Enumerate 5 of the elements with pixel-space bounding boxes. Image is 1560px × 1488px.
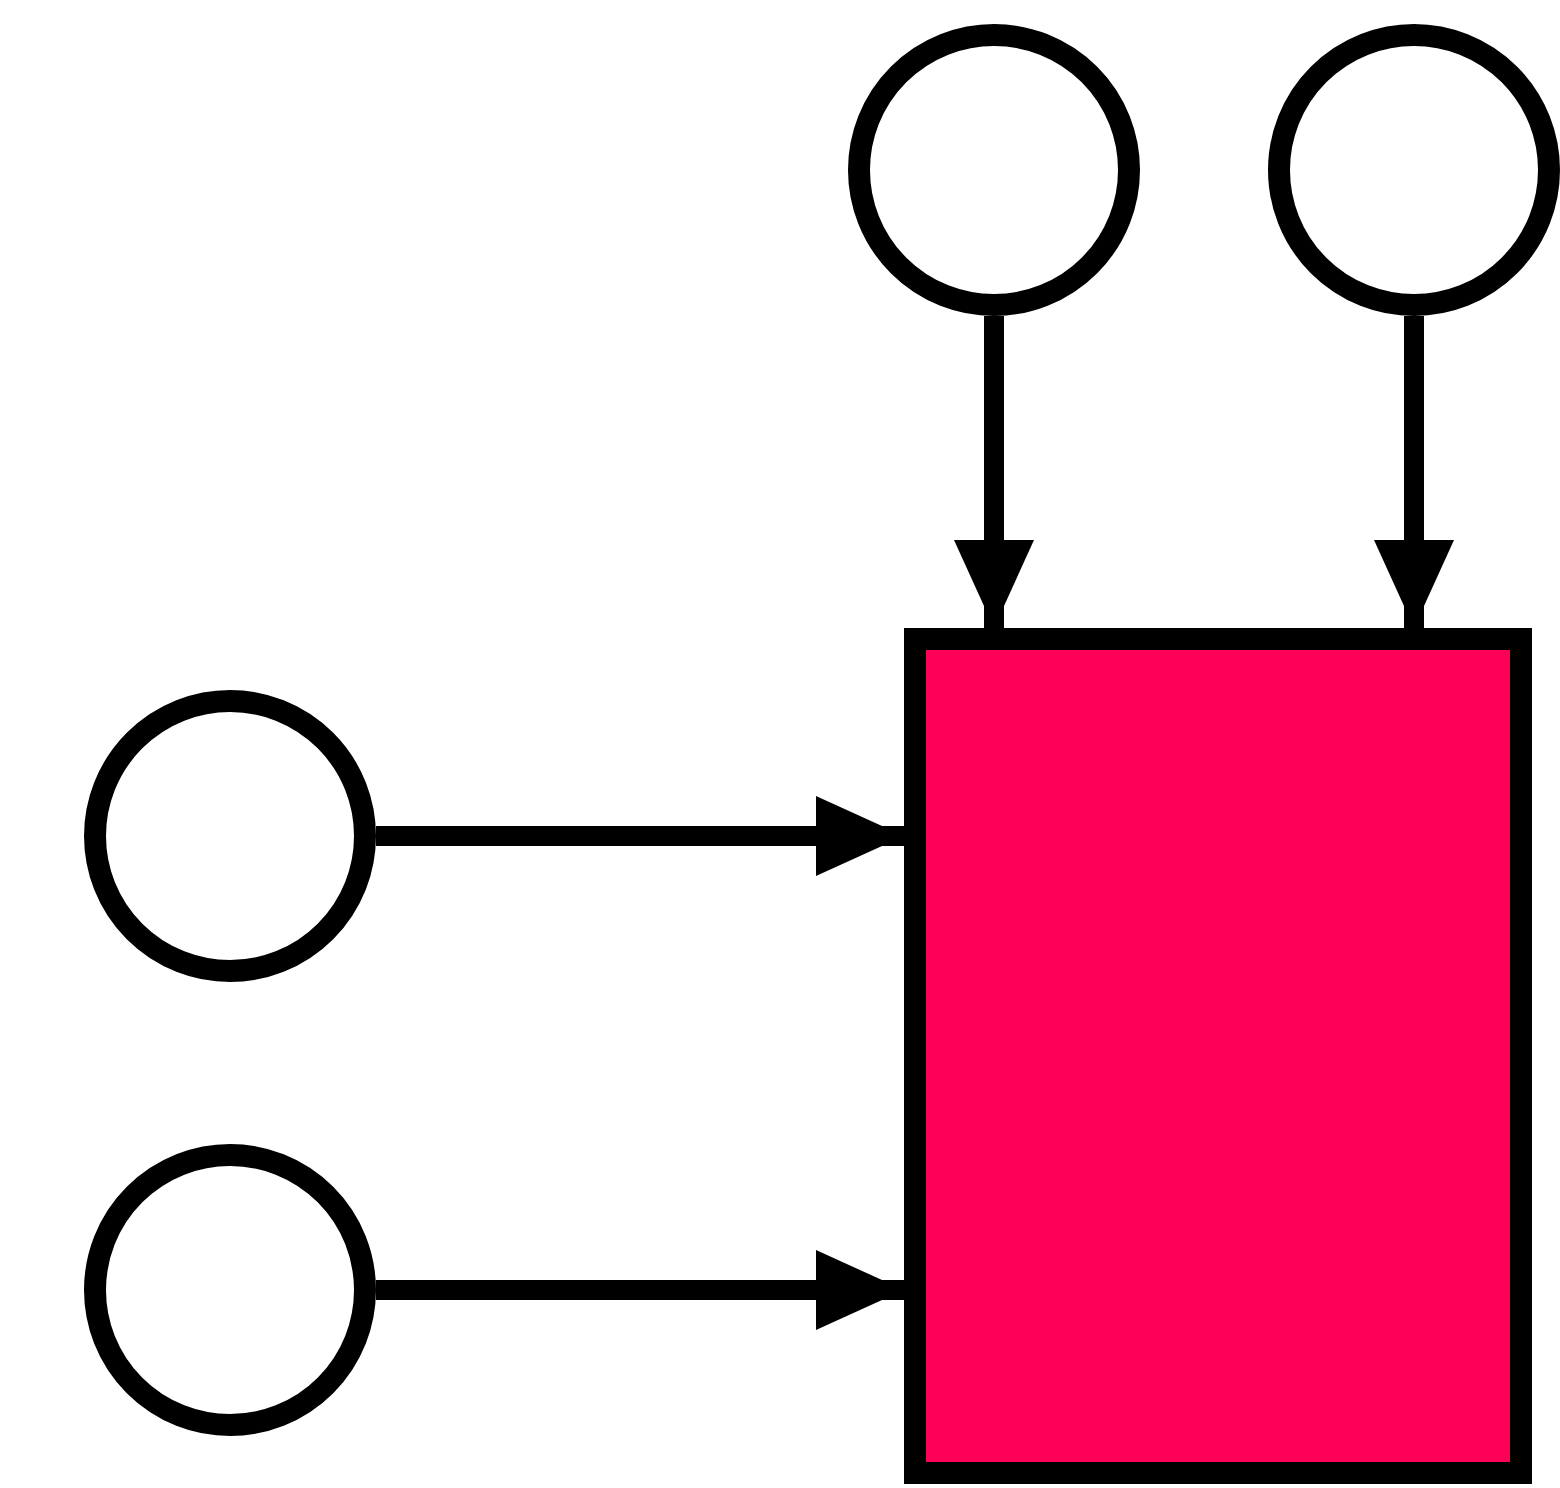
arrow [954, 316, 1034, 628]
arrow [376, 796, 904, 876]
arrow [376, 1250, 904, 1330]
arrow [1374, 316, 1454, 628]
process-box [904, 628, 1532, 1484]
